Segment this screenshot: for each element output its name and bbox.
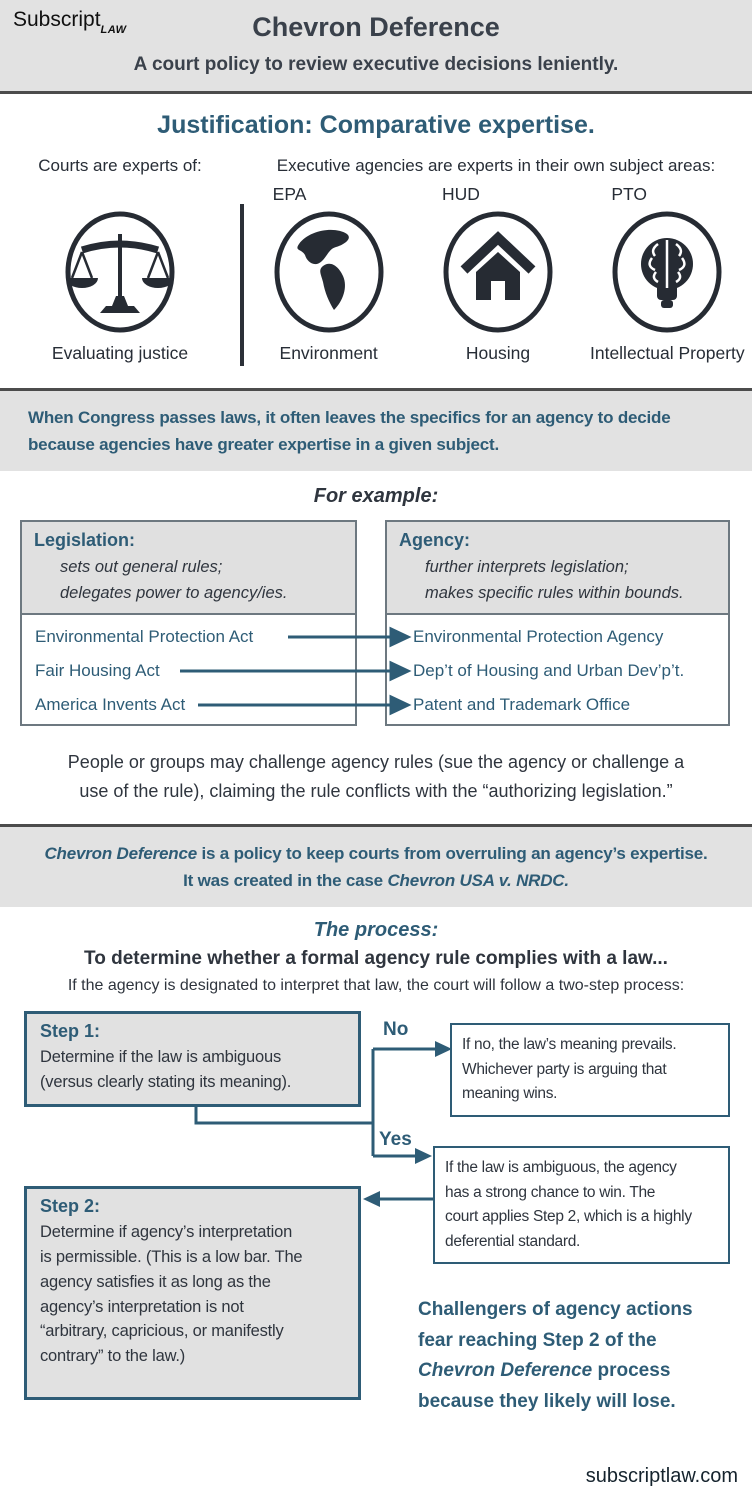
agency-box: Agency: further interprets legislation; …	[385, 520, 730, 727]
legislation-box-header: Legislation: sets out general rules; del…	[22, 522, 355, 616]
process-line2: If the agency is designated to interpret…	[67, 977, 685, 995]
process-line1: To determine whether a formal agency rul…	[84, 948, 668, 970]
agency-column-pto: PTO Intellectual Property	[583, 182, 752, 366]
yes-outcome-box: If the law is ambiguous, the agency has …	[433, 1146, 730, 1265]
page-subtitle: A court policy to review executive decis…	[133, 54, 619, 75]
courts-icon-label: Evaluating justice	[51, 343, 189, 363]
legislation-rows: Environmental Protection Act Fair Housin…	[22, 615, 355, 722]
legislation-row: America Invents Act	[35, 695, 186, 715]
chevron-deference-banner: Chevron Deference is a policy to keep co…	[0, 823, 752, 908]
challengers-note: Challengers of agency actions fear reach…	[418, 1299, 693, 1412]
agency-column-epa: EPA Environment	[244, 182, 413, 366]
agency-acronym: PTO	[611, 184, 647, 204]
experts-headings-row: Courts are experts of: Executive agencie…	[0, 156, 752, 176]
process-heading: The process:	[313, 919, 439, 942]
two-step-flowchart: Step 1: Determine if the law is ambiguou…	[0, 1001, 752, 1425]
house-icon	[443, 211, 553, 333]
scales-of-justice-icon	[65, 211, 175, 333]
header-band: SubscriptLAW Chevron Deference A court p…	[0, 0, 752, 94]
challenge-paragraph: People or groups may challenge agency ru…	[67, 752, 685, 802]
step1-title: Step 1:	[40, 1021, 101, 1042]
agency-row: Environmental Protection Agency	[413, 627, 664, 647]
agencies-heading: Executive agencies are experts in their …	[276, 156, 716, 175]
agency-title: Agency:	[399, 530, 471, 551]
step2-body: Determine if agency’s interpretation is …	[40, 1223, 303, 1366]
congress-banner: When Congress passes laws, it often leav…	[0, 388, 752, 472]
subscript-law-logo: SubscriptLAW	[13, 8, 127, 36]
legislation-description: sets out general rules; delegates power …	[60, 558, 288, 602]
site-link[interactable]: subscriptlaw.com	[585, 1465, 738, 1487]
legislation-title: Legislation:	[34, 530, 136, 551]
experts-body-row: Evaluating justice EPA Environment HUD	[0, 182, 752, 366]
legislation-box: Legislation: sets out general rules; del…	[20, 520, 357, 727]
agency-row: Dep’t of Housing and Urban Dev’p’t.	[413, 661, 685, 681]
no-outcome-box: If no, the law’s meaning prevails. Which…	[450, 1023, 730, 1117]
agency-description: further interprets legislation; makes sp…	[425, 558, 684, 602]
agencies-columns: EPA Environment HUD Housing	[244, 182, 752, 366]
legislation-row: Fair Housing Act	[35, 661, 160, 681]
globe-icon	[274, 211, 384, 333]
agency-row: Patent and Trademark Office	[413, 695, 631, 715]
step1-body: Determine if the law is ambiguous (versu…	[40, 1048, 292, 1092]
logo-sub-text: LAW	[100, 24, 127, 36]
agency-rows: Environmental Protection Agency Dep’t of…	[387, 615, 728, 722]
no-branch-label: No	[383, 1019, 409, 1041]
step2-box: Step 2: Determine if agency’s interpreta…	[24, 1186, 361, 1401]
legislation-row: Environmental Protection Act	[35, 627, 254, 647]
vertical-divider	[240, 204, 244, 366]
yes-branch-label: Yes	[379, 1129, 412, 1151]
step1-box: Step 1: Determine if the law is ambiguou…	[24, 1011, 361, 1108]
justification-heading: Justification: Comparative expertise.	[157, 111, 595, 139]
legislation-agency-example: Legislation: sets out general rules; del…	[0, 520, 752, 728]
step2-title: Step 2:	[40, 1196, 101, 1217]
courts-heading: Courts are experts of:	[38, 156, 202, 175]
agency-icon-label: Environment	[279, 343, 378, 363]
agency-acronym: HUD	[441, 184, 480, 204]
agency-column-hud: HUD Housing	[413, 182, 582, 366]
agency-acronym: EPA	[272, 184, 307, 204]
agency-icon-label: Intellectual Property	[589, 343, 745, 363]
agency-box-header: Agency: further interprets legislation; …	[387, 522, 728, 616]
agency-icon-label: Housing	[465, 343, 531, 363]
brain-bulb-icon	[612, 211, 722, 333]
page-title: Chevron Deference	[252, 12, 500, 42]
logo-text: Subscript	[13, 8, 101, 31]
courts-column: Evaluating justice	[0, 182, 240, 366]
for-example-heading: For example:	[313, 485, 439, 508]
